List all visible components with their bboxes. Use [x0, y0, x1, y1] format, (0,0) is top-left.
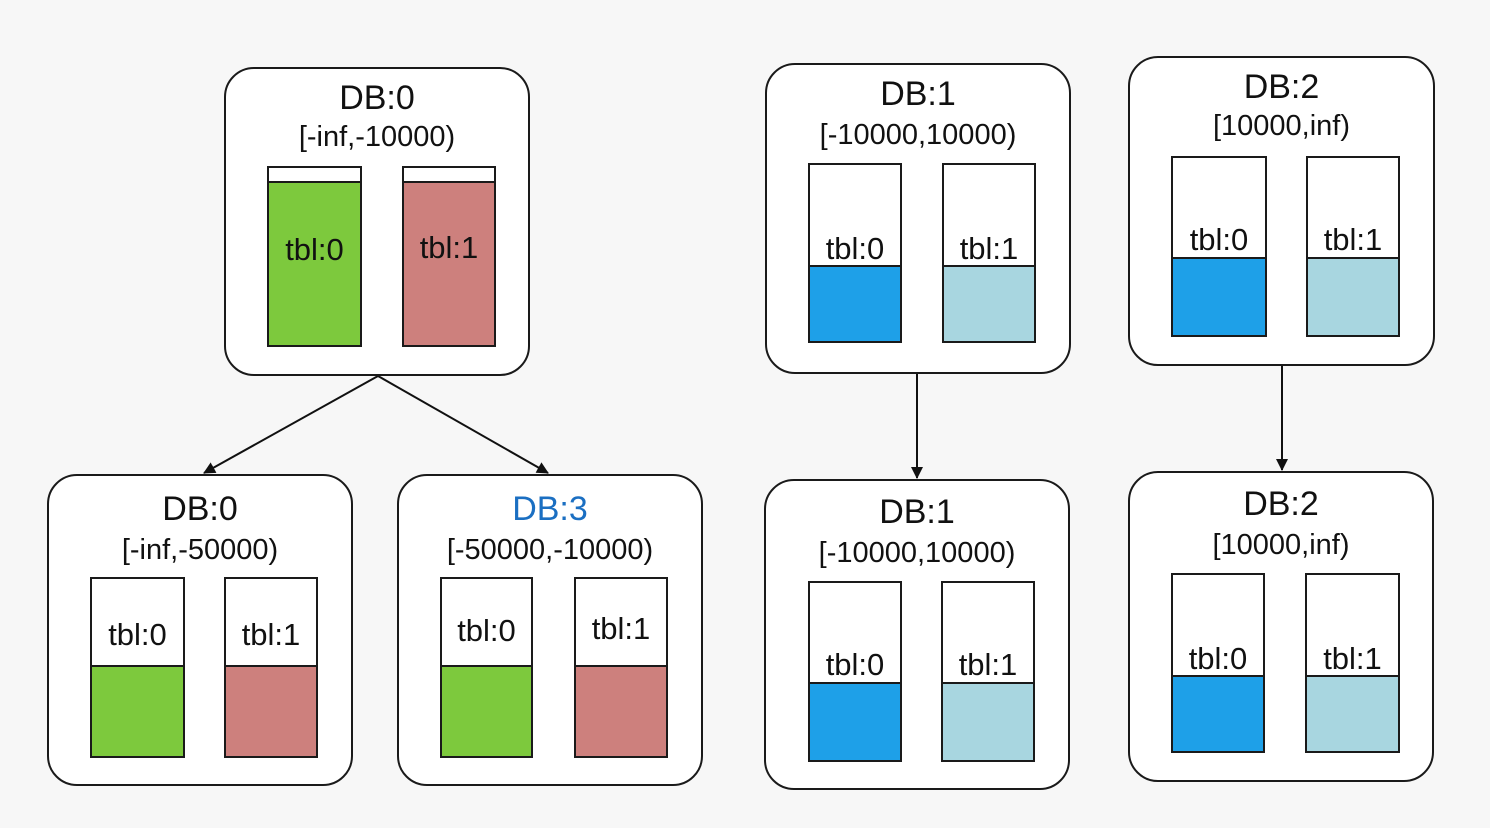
- db-node-db0-bottom: DB:0 [-inf,-50000) tbl:0 tbl:1: [47, 474, 353, 786]
- table-tbl0: tbl:0: [440, 577, 533, 758]
- table-label: tbl:1: [959, 231, 1019, 266]
- db-title: DB:3: [512, 490, 588, 528]
- arrow-db0-to-db0: [203, 375, 379, 474]
- table-label: tbl:0: [1188, 641, 1248, 676]
- table-fill: [269, 181, 360, 345]
- db-title: DB:1: [880, 75, 956, 113]
- table-tbl1: tbl:1: [224, 577, 318, 758]
- table-tbl0: tbl:0: [1171, 156, 1267, 337]
- db-node-db2-top: DB:2 [10000,inf) tbl:0 tbl:1: [1128, 56, 1435, 366]
- table-tbl1: tbl:1: [1305, 573, 1400, 753]
- table-fill: [810, 265, 900, 341]
- table-tbl1: tbl:1: [942, 163, 1036, 343]
- db-range: [-10000,10000): [818, 537, 1016, 569]
- table-fill: [1173, 257, 1265, 335]
- table-fill: [404, 181, 494, 345]
- table-fill: [943, 682, 1033, 760]
- table-tbl1: tbl:1: [574, 577, 668, 758]
- db-title: DB:2: [1243, 68, 1320, 106]
- table-label: tbl:1: [1323, 222, 1383, 257]
- table-fill: [1173, 675, 1263, 751]
- db-range: [-inf,-50000): [121, 534, 279, 566]
- table-label: tbl:0: [1189, 222, 1249, 257]
- db-node-db1-top: DB:1 [-10000,10000) tbl:0 tbl:1: [765, 63, 1071, 374]
- db-node-db0-top: DB:0 [-inf,-10000) tbl:0 tbl:1: [224, 67, 530, 376]
- table-fill: [576, 665, 666, 756]
- db-node-db1-bottom: DB:1 [-10000,10000) tbl:0 tbl:1: [764, 479, 1070, 790]
- db-title: DB:1: [879, 493, 955, 531]
- table-tbl0: tbl:0: [808, 163, 902, 343]
- db-range: [10000,inf): [1212, 529, 1350, 561]
- table-fill: [226, 665, 316, 756]
- table-label: tbl:1: [241, 617, 301, 652]
- table-fill: [442, 665, 531, 756]
- table-fill: [1308, 257, 1398, 335]
- table-label: tbl:1: [958, 647, 1018, 682]
- table-fill: [810, 682, 900, 760]
- db-title: DB:0: [162, 490, 238, 528]
- db-range: [-50000,-10000): [446, 534, 654, 566]
- table-tbl1: tbl:1: [941, 581, 1035, 762]
- table-tbl0: tbl:0: [267, 166, 362, 347]
- table-tbl1: tbl:1: [402, 166, 496, 347]
- table-tbl0: tbl:0: [90, 577, 185, 758]
- db-range: [10000,inf): [1212, 110, 1351, 142]
- db-title: DB:0: [339, 79, 415, 117]
- table-label: tbl:1: [1323, 641, 1382, 676]
- table-label: tbl:0: [457, 613, 516, 648]
- db-node-db3-bottom: DB:3 [-50000,-10000) tbl:0 tbl:1: [397, 474, 703, 786]
- table-label: tbl:0: [825, 647, 885, 682]
- table-fill: [944, 265, 1034, 341]
- table-label: tbl:0: [108, 617, 167, 652]
- db-range: [-inf,-10000): [298, 121, 456, 153]
- arrow-db0-to-db3: [377, 375, 549, 474]
- table-label: tbl:1: [591, 611, 651, 646]
- table-label: tbl:0: [285, 232, 344, 267]
- db-range: [-10000,10000): [819, 119, 1017, 151]
- table-label: tbl:0: [825, 231, 885, 266]
- table-tbl0: tbl:0: [1171, 573, 1265, 753]
- table-tbl1: tbl:1: [1306, 156, 1400, 337]
- table-label: tbl:1: [419, 230, 479, 265]
- db-node-db2-bottom: DB:2 [10000,inf) tbl:0 tbl:1: [1128, 471, 1434, 782]
- table-fill: [92, 665, 183, 756]
- table-fill: [1307, 675, 1398, 751]
- db-title: DB:2: [1243, 485, 1319, 523]
- table-tbl0: tbl:0: [808, 581, 902, 762]
